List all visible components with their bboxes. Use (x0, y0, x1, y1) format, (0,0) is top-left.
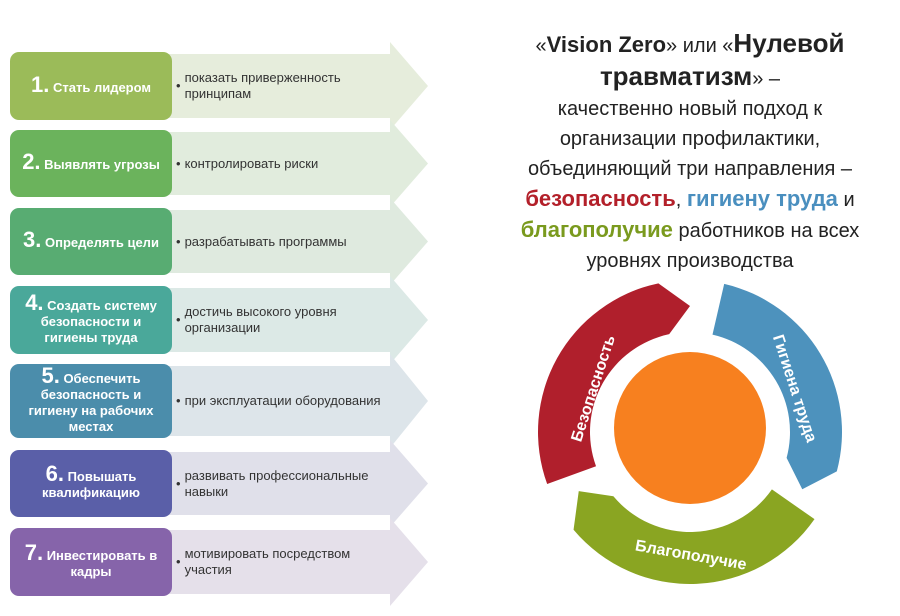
step-description: •достичь высокого уровня организации (176, 304, 337, 335)
cycle-segment-2 (573, 489, 815, 585)
center-circle (614, 352, 766, 504)
arrow-shape (160, 440, 428, 527)
step-description: •показать приверженность принципам (176, 70, 341, 101)
step-description: •при эксплуатации оборудования (176, 393, 381, 408)
cycle-segment-1 (712, 283, 843, 490)
step-row: 5. Обеспечить безопасность и гигиену на … (10, 354, 430, 448)
step-description: •развивать профессиональные навыки (176, 467, 369, 499)
arrow-shape (160, 518, 428, 606)
step-box: 3. Определять цели (10, 208, 172, 275)
arrow-shape (160, 354, 428, 448)
cycle-segment-0 (538, 283, 690, 484)
step-box: 5. Обеспечить безопасность и гигиену на … (10, 364, 172, 438)
step-box: 2. Выявлять угрозы (10, 130, 172, 197)
step-description: •мотивировать посредством участия (176, 546, 351, 577)
step-row: 3. Определять цели •разрабатывать програ… (10, 198, 430, 285)
step-description: •разрабатывать программы (176, 233, 347, 249)
arrow-shape (160, 276, 428, 364)
hygiene-highlight: гигиену труда (686, 186, 838, 211)
step-row: 1. Стать лидером •показать приверженност… (10, 42, 430, 130)
segment-label: Безопасность (568, 333, 619, 444)
step-row: 2. Выявлять угрозы •контролировать риски (10, 120, 430, 207)
arrow-shape (160, 42, 428, 130)
step-box: 6. Повышать квалификацию (10, 450, 172, 517)
wellbeing-highlight: благополучие (520, 217, 673, 242)
segment-label: Гигиена труда (769, 333, 820, 445)
arrow-shape (160, 120, 428, 207)
step-row: 4. Создать систему безопасности и гигиен… (10, 276, 430, 364)
step-box: 4. Создать систему безопасности и гигиен… (10, 286, 172, 354)
step-box: 7. Инвестировать в кадры (10, 528, 172, 596)
step-description: •контролировать риски (176, 155, 319, 171)
segment-label: Благополучие (634, 537, 748, 573)
safety-highlight: безопасность (525, 186, 676, 211)
step-row: 6. Повышать квалификацию •развивать проф… (10, 440, 430, 527)
arrow-shape (160, 198, 428, 285)
step-box: 1. Стать лидером (10, 52, 172, 120)
headline: «Vision Zero» или «Нулевой травматизм» –… (520, 28, 860, 272)
step-row: 7. Инвестировать в кадры •мотивировать п… (10, 518, 430, 606)
